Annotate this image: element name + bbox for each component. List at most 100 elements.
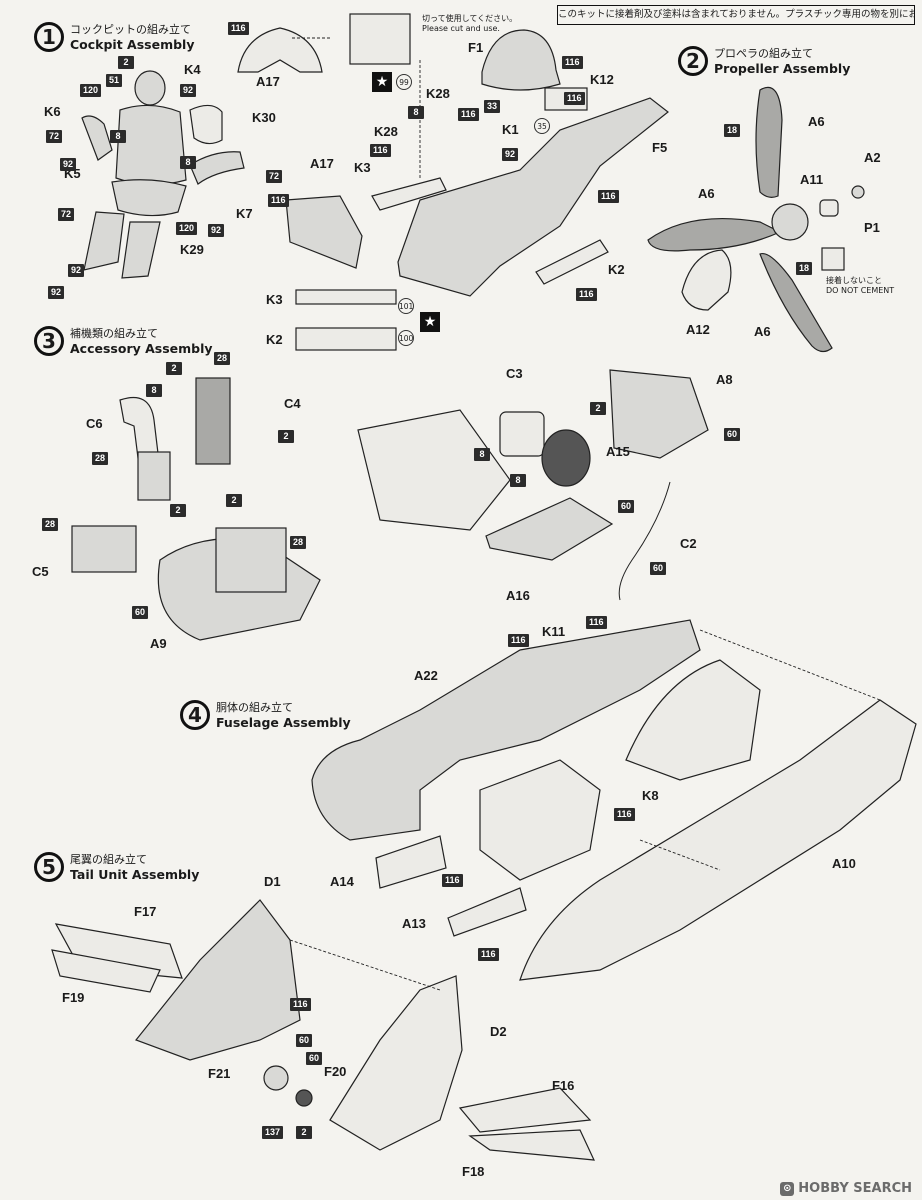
paint-code: 28 (214, 352, 231, 365)
paint-code: 8 (110, 130, 126, 143)
paint-code: 60 (650, 562, 667, 575)
part-label: K3 (266, 292, 283, 307)
paint-code: 2 (296, 1126, 312, 1139)
part-label: A8 (716, 372, 733, 387)
paint-code: 8 (474, 448, 490, 461)
paint-code: 116 (508, 634, 529, 647)
step-4-number: 4 (180, 700, 210, 730)
part-label: F19 (62, 990, 85, 1005)
no-cement-note-ja: 接着しないこと (826, 276, 882, 285)
paint-code: 92 (60, 158, 77, 171)
paint-code: 116 (290, 998, 311, 1011)
part-label: A2 (864, 150, 881, 165)
part-label: A14 (330, 874, 354, 889)
paint-code: 92 (208, 224, 225, 237)
part-label: K29 (180, 242, 204, 257)
step-5-header: 5 尾翼の組み立て Tail Unit Assembly (34, 852, 199, 882)
paint-code: 60 (296, 1034, 313, 1047)
step-4-title-en: Fuselage Assembly (216, 715, 351, 730)
adhesive-notice: このキットに接着剤及び塗料は含まれておりません。プラスチック専用の物を別にお求め… (557, 5, 915, 25)
part-label: K8 (642, 788, 659, 803)
paint-code: 2 (166, 362, 182, 375)
cut-note: 切って使用してください。 Please cut and use. (422, 14, 517, 34)
paint-code: 116 (478, 948, 499, 961)
paint-code: 8 (146, 384, 162, 397)
part-label: K11 (542, 624, 566, 639)
decal-number: 35 (534, 118, 550, 134)
step-5-number: 5 (34, 852, 64, 882)
step-1-header: 1 コックピットの組み立て Cockpit Assembly (34, 22, 194, 52)
part-label: K6 (44, 104, 61, 119)
hobby-search-logo-icon: ⊙ (780, 1181, 795, 1196)
cut-note-ja: 切って使用してください。 (422, 14, 518, 23)
part-label: F1 (468, 40, 484, 55)
step-2-title-en: Propeller Assembly (714, 61, 851, 76)
paint-code: 116 (370, 144, 391, 157)
paint-code: 18 (796, 262, 813, 275)
decal-number: 100 (398, 330, 414, 346)
part-label: K30 (252, 110, 276, 125)
paint-code: 60 (132, 606, 149, 619)
paint-code: 2 (118, 56, 134, 69)
paint-code: 33 (484, 100, 501, 113)
paint-code: 116 (598, 190, 619, 203)
paint-code: 28 (290, 536, 307, 549)
paint-code: 8 (408, 106, 424, 119)
decal-star-icon: ★ (420, 312, 440, 332)
step-3-number: 3 (34, 326, 64, 356)
part-label: C6 (86, 416, 103, 431)
paint-code: 92 (502, 148, 519, 161)
paint-code: 2 (170, 504, 186, 517)
paint-code: 92 (68, 264, 85, 277)
paint-code: 116 (564, 92, 585, 105)
paint-code: 72 (46, 130, 63, 143)
decal-star-icon: ★ (372, 72, 392, 92)
part-label: A6 (808, 114, 825, 129)
part-label: K2 (608, 262, 625, 277)
part-label: A22 (414, 668, 438, 683)
paint-code: 2 (226, 494, 242, 507)
paint-code: 120 (80, 84, 102, 97)
paint-code: 116 (576, 288, 597, 301)
paint-code: 116 (458, 108, 479, 121)
step-2-title-ja: プロペラの組み立て (714, 47, 813, 60)
part-label: A17 (256, 74, 280, 89)
part-label: K2 (266, 332, 283, 347)
paint-code: 116 (586, 616, 607, 629)
part-label: K4 (184, 62, 201, 77)
step-2-number: 2 (678, 46, 708, 76)
part-label: A17 (310, 156, 334, 171)
part-label: C2 (680, 536, 697, 551)
part-label: A6 (698, 186, 715, 201)
part-label: C3 (506, 366, 523, 381)
watermark-text: HOBBY SEARCH (798, 1181, 912, 1196)
part-label: D2 (490, 1024, 507, 1039)
no-cement-note: 接着しないこと DO NOT CEMENT (826, 276, 894, 296)
part-label: K12 (590, 72, 614, 87)
fuselage-drawing (311, 619, 917, 981)
paint-code: 18 (724, 124, 741, 137)
paint-code: 92 (48, 286, 65, 299)
paint-code: 116 (442, 874, 463, 887)
step-5-title-ja: 尾翼の組み立て (70, 853, 147, 866)
paint-code: 28 (42, 518, 59, 531)
paint-code: 92 (180, 84, 197, 97)
part-label: A10 (832, 856, 856, 871)
paint-code: 8 (510, 474, 526, 487)
part-label: A15 (606, 444, 630, 459)
part-label: D1 (264, 874, 281, 889)
paint-code: 116 (268, 194, 289, 207)
paint-code: 116 (614, 808, 635, 821)
paint-code: 28 (92, 452, 109, 465)
part-label: F20 (324, 1064, 347, 1079)
paint-code: 120 (176, 222, 198, 235)
step-3-title-ja: 補機類の組み立て (70, 327, 158, 340)
part-label: F18 (462, 1164, 485, 1179)
part-label: A12 (686, 322, 710, 337)
paint-code: 2 (590, 402, 606, 415)
part-label: A9 (150, 636, 167, 651)
part-label: A13 (402, 916, 426, 931)
pilot-figure (81, 70, 245, 279)
